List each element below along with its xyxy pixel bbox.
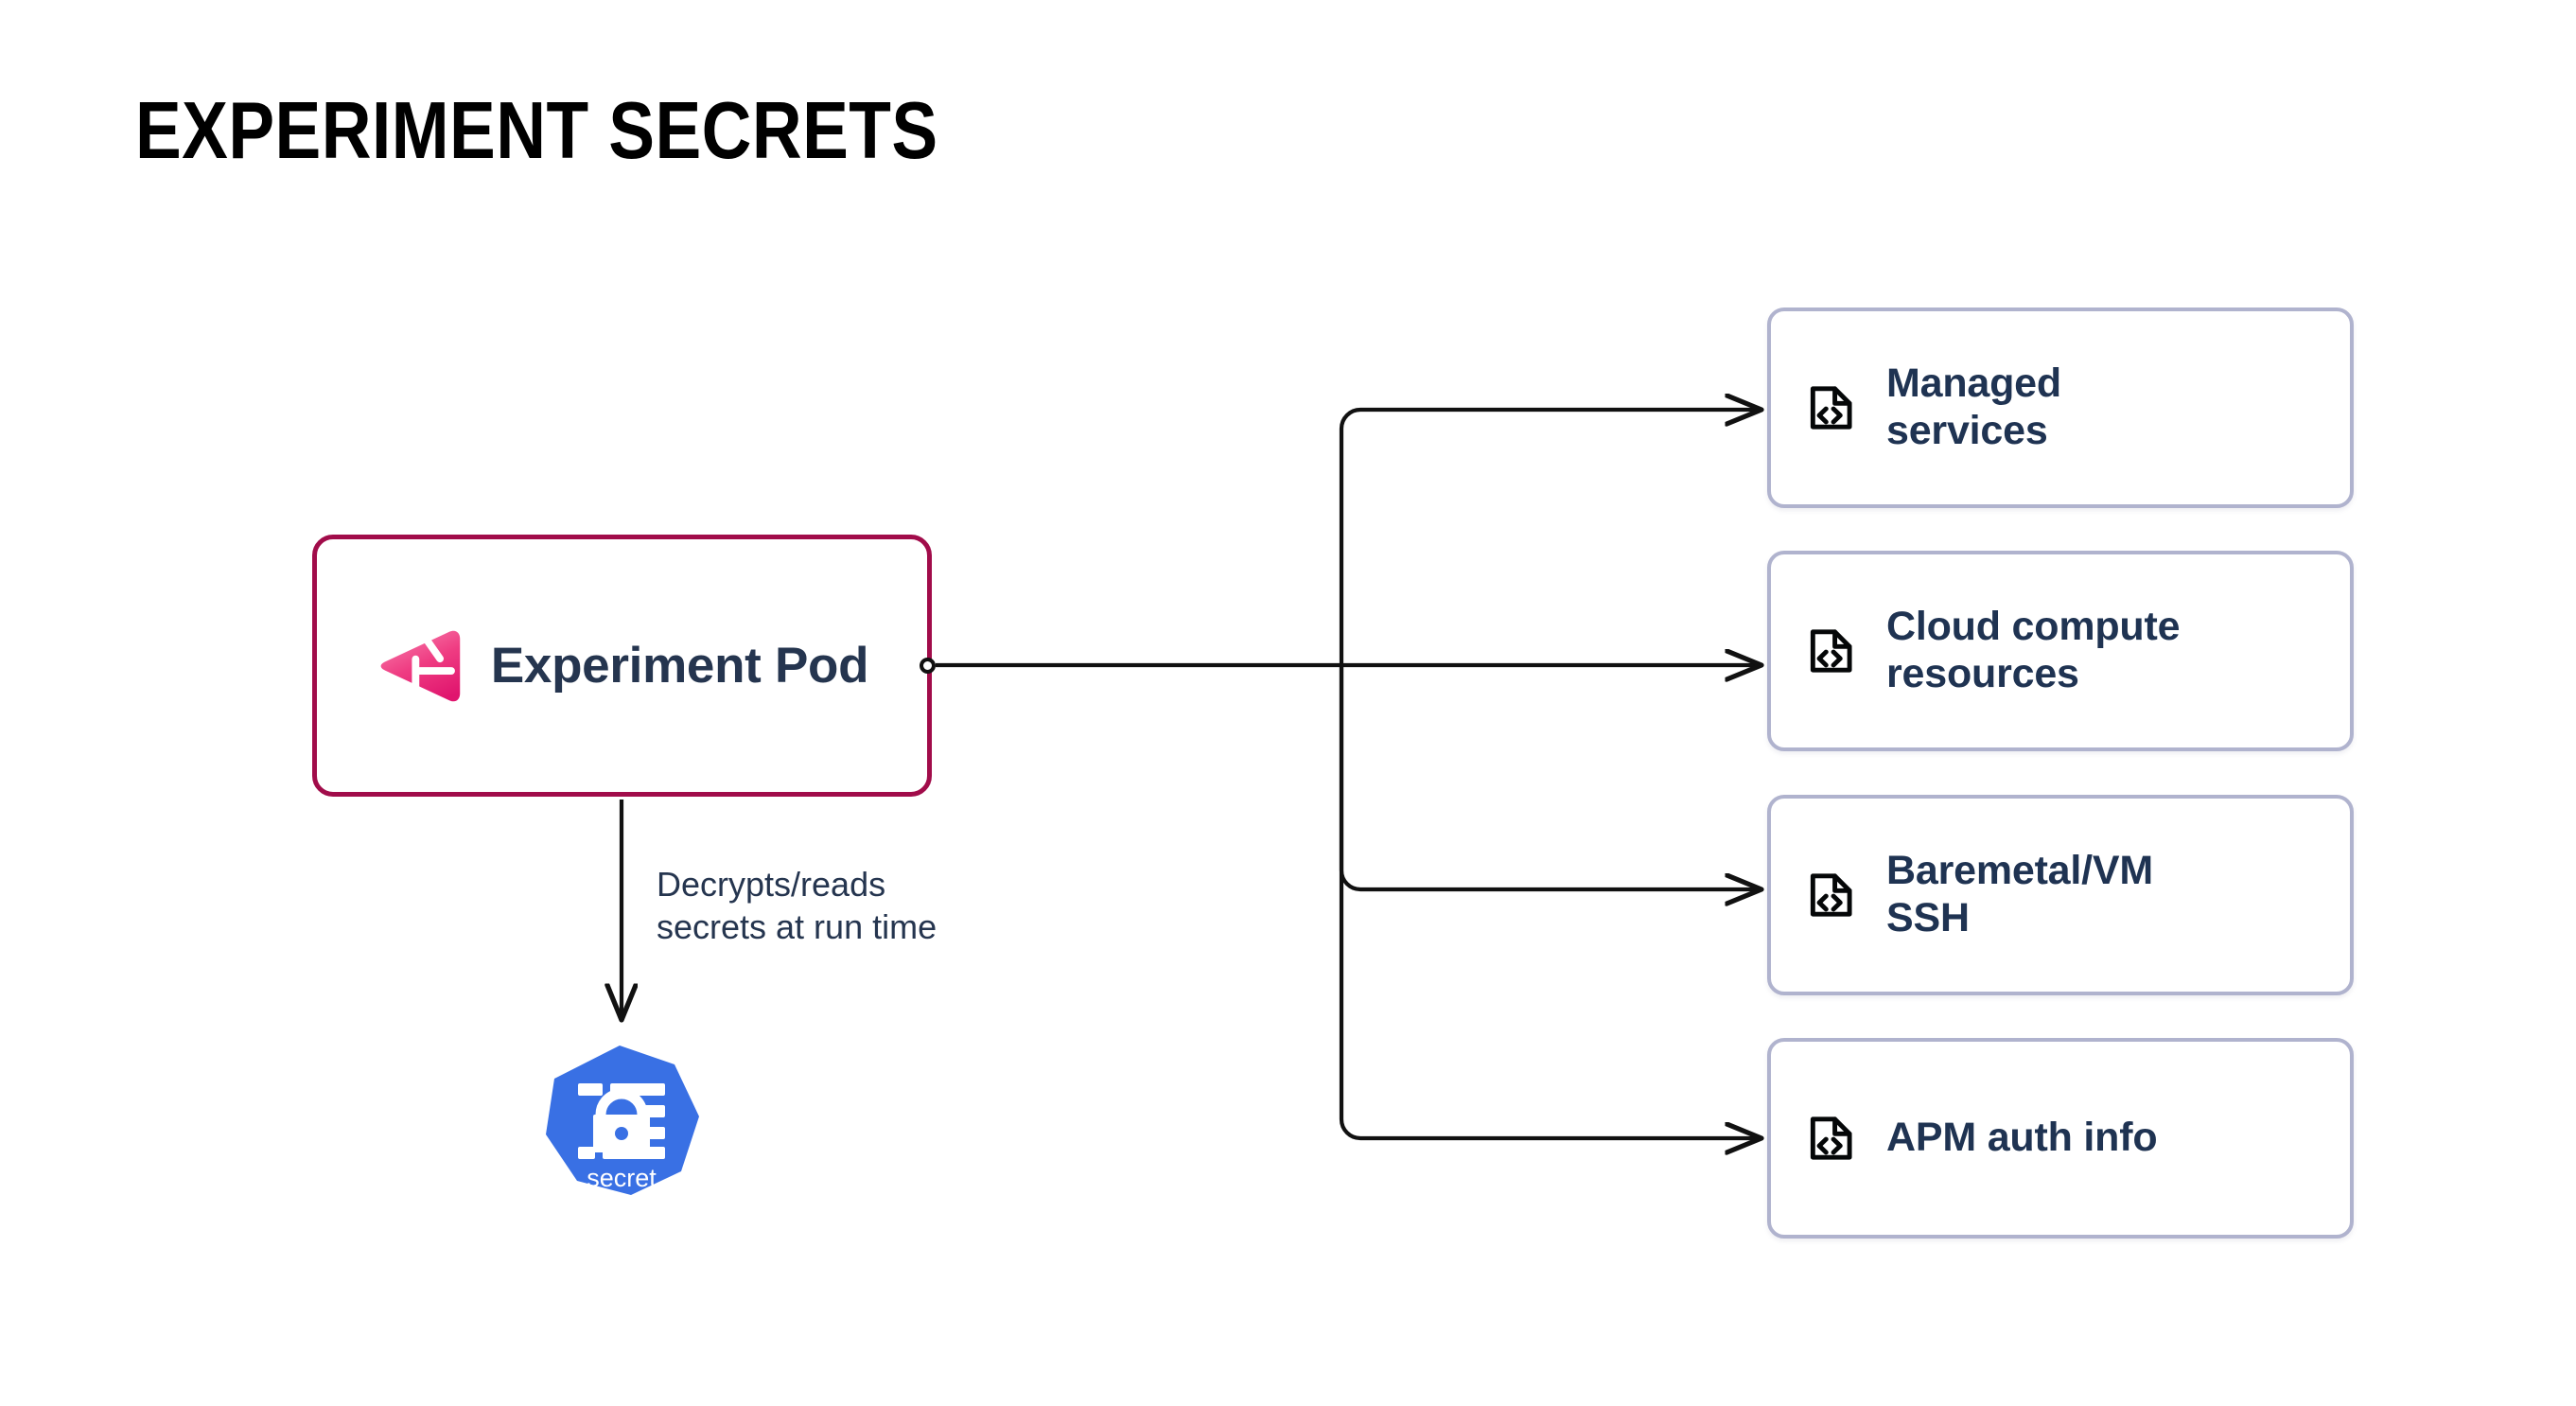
file-code-icon bbox=[1810, 386, 1852, 430]
edge-label-line-2: secrets at run time bbox=[657, 907, 938, 946]
resource-card-label-line-2: services bbox=[1886, 408, 2048, 453]
resource-card-apm-auth-info[interactable]: APM auth info bbox=[1767, 1038, 2354, 1239]
resource-card-cloud-compute-resources[interactable]: Cloud compute resources bbox=[1767, 551, 2354, 751]
resource-card-baremetal-vm-ssh[interactable]: Baremetal/VM SSH bbox=[1767, 795, 2354, 995]
resource-card-label: Managed services bbox=[1886, 360, 2061, 455]
resource-card-label: Baremetal/VM SSH bbox=[1886, 848, 2153, 942]
resource-card-label-line-1: APM auth info bbox=[1886, 1115, 2158, 1161]
edge-label-decrypt-secrets: Decrypts/reads secrets at run time bbox=[657, 863, 1035, 948]
connector-dot-icon[interactable] bbox=[920, 658, 936, 674]
experiment-pod-node[interactable]: Experiment Pod bbox=[312, 535, 932, 797]
resource-card-label: Cloud compute resources bbox=[1886, 604, 2181, 698]
resource-card-label-line-1: Cloud compute bbox=[1886, 604, 2181, 650]
kubernetes-secret-icon: secret bbox=[546, 1046, 699, 1195]
kubernetes-secret-node[interactable]: secret bbox=[536, 1043, 707, 1218]
resource-card-label-line-2: resources bbox=[1886, 651, 2079, 696]
resource-card-label-line-1: Baremetal/VM bbox=[1886, 848, 2153, 894]
file-code-icon bbox=[1810, 629, 1852, 673]
experiment-pod-logo-icon bbox=[380, 630, 461, 701]
experiment-pod-label: Experiment Pod bbox=[490, 638, 869, 694]
resource-card-label: APM auth info bbox=[1886, 1115, 2158, 1162]
resource-card-managed-services[interactable]: Managed services bbox=[1767, 308, 2354, 508]
resource-card-label-line-1: Managed bbox=[1886, 360, 2061, 407]
edge-to-apm-auth bbox=[1339, 665, 1761, 1138]
edge-to-managed-services bbox=[1339, 410, 1761, 665]
page-title: EXPERIMENT SECRETS bbox=[135, 86, 938, 176]
edge-label-line-1: Decrypts/reads bbox=[657, 865, 886, 904]
resource-card-label-line-2: SSH bbox=[1886, 895, 1970, 940]
file-code-icon bbox=[1810, 873, 1852, 917]
edge-to-baremetal-ssh bbox=[1339, 665, 1761, 889]
file-code-icon bbox=[1810, 1116, 1852, 1160]
kubernetes-secret-label: secret bbox=[587, 1164, 657, 1192]
